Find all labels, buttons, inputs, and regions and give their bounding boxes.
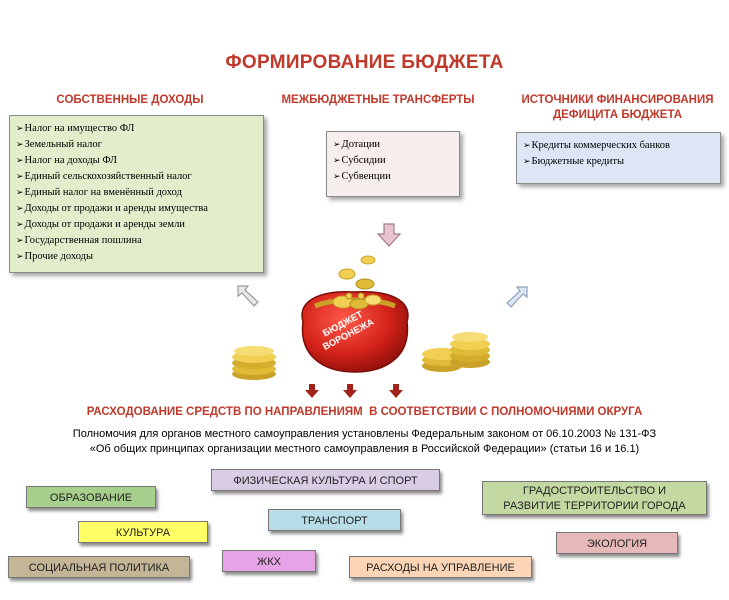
- list-item: ➢Доходы от продажи и аренды земли: [16, 219, 185, 230]
- list-item: ➢Субсидии: [333, 155, 386, 166]
- law-text-line1: Полномочия для органов местного самоупра…: [72, 428, 657, 440]
- deficit-heading-line2: ДЕФИЦИТА БЮДЖЕТА: [552, 109, 683, 121]
- category-sport: ФИЗИЧЕСКАЯ КУЛЬТУРА И СПОРТ: [211, 469, 440, 491]
- deficit-heading: ИСТОЧНИКИ ФИНАНСИРОВАНИЯ ДЕФИЦИТА БЮДЖЕТ…: [505, 93, 729, 123]
- bullet-arrow-icon: ➢: [333, 172, 341, 182]
- bullet-arrow-icon: ➢: [16, 172, 24, 182]
- category-housing: ЖКХ: [222, 550, 316, 572]
- category-culture: КУЛЬТУРА: [78, 521, 208, 543]
- list-item: ➢Единый налог на вменённый доход: [16, 187, 182, 198]
- bullet-arrow-icon: ➢: [16, 204, 24, 214]
- category-transport: ТРАНСПОРТ: [268, 509, 401, 531]
- bullet-arrow-icon: ➢: [16, 156, 24, 166]
- category-urban-development: ГРАДОСТРОИТЕЛЬСТВО И РАЗВИТИЕ ТЕРРИТОРИИ…: [482, 481, 707, 515]
- transfers-heading: МЕЖБЮДЖЕТНЫЕ ТРАНСФЕРТЫ: [281, 94, 475, 106]
- diagonal-arrow-icon: [506, 286, 528, 308]
- down-arrow-icon: [343, 384, 357, 398]
- bullet-arrow-icon: ➢: [16, 236, 24, 246]
- category-urban-line1: ГРАДОСТРОИТЕЛЬСТВО И: [522, 485, 667, 497]
- category-social-policy: СОЦИАЛЬНАЯ ПОЛИТИКА: [8, 556, 190, 578]
- list-item: ➢Земельный налог: [16, 139, 102, 150]
- bullet-arrow-icon: ➢: [16, 252, 24, 262]
- deficit-box: ➢Кредиты коммерческих банков ➢Бюджетные …: [516, 132, 721, 184]
- list-item: ➢Дотации: [333, 139, 381, 150]
- category-ecology: ЭКОЛОГИЯ: [556, 532, 678, 554]
- list-item: ➢Государственная пошлина: [16, 235, 142, 246]
- spending-heading: РАСХОДОВАНИЕ СРЕДСТВ ПО НАПРАВЛЕНИЯМ В С…: [86, 406, 643, 418]
- transfers-box: ➢Дотации ➢Субсидии ➢Субвенции: [326, 131, 460, 197]
- list-item: ➢Кредиты коммерческих банков: [523, 140, 670, 151]
- bullet-arrow-icon: ➢: [16, 124, 24, 134]
- purse-icon: [301, 255, 409, 373]
- list-item: ➢Доходы от продажи и аренды имущества: [16, 203, 208, 214]
- down-arrow-icon: [389, 384, 403, 398]
- law-text-line2: «Об общих принципах организации местного…: [89, 443, 640, 455]
- bullet-arrow-icon: ➢: [523, 141, 531, 151]
- coin-stack-icon: [232, 346, 276, 380]
- deficit-heading-line1: ИСТОЧНИКИ ФИНАНСИРОВАНИЯ: [521, 94, 714, 106]
- category-urban-line2: РАЗВИТИЕ ТЕРРИТОРИИ ГОРОДА: [503, 500, 686, 512]
- category-education: ОБРАЗОВАНИЕ: [26, 486, 156, 508]
- page-title: ФОРМИРОВАНИЕ БЮДЖЕТА: [225, 52, 504, 73]
- own-income-heading: СОБСТВЕННЫЕ ДОХОДЫ: [56, 94, 204, 106]
- bullet-arrow-icon: ➢: [16, 140, 24, 150]
- down-arrow-icon: [305, 384, 319, 398]
- bullet-arrow-icon: ➢: [16, 220, 24, 230]
- category-management: РАСХОДЫ НА УПРАВЛЕНИЕ: [349, 556, 532, 578]
- bullet-arrow-icon: ➢: [523, 157, 531, 167]
- own-income-box: ➢Налог на имущество ФЛ ➢Земельный налог …: [9, 115, 264, 273]
- bullet-arrow-icon: ➢: [16, 188, 24, 198]
- diagonal-arrow-icon: [237, 285, 259, 307]
- coin-stack-icon: [422, 332, 490, 372]
- list-item: ➢Бюджетные кредиты: [523, 156, 625, 167]
- list-item: ➢Налог на доходы ФЛ: [16, 155, 117, 166]
- list-item: ➢Прочие доходы: [16, 251, 94, 262]
- down-arrow-icon: [376, 223, 402, 247]
- bullet-arrow-icon: ➢: [333, 140, 341, 150]
- list-item: ➢Единый сельскохозяйственный налог: [16, 171, 192, 182]
- law-text: Полномочия для органов местного самоупра…: [0, 427, 729, 457]
- list-item: ➢Налог на имущество ФЛ: [16, 123, 135, 134]
- list-item: ➢Субвенции: [333, 171, 391, 182]
- bullet-arrow-icon: ➢: [333, 156, 341, 166]
